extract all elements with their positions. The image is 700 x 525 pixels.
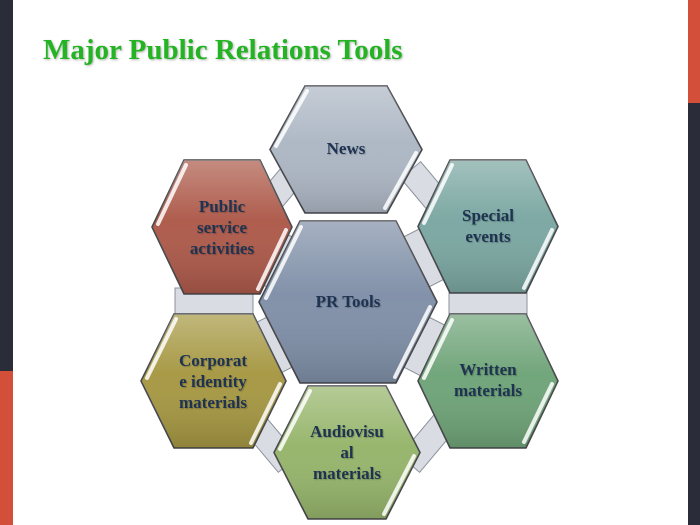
hexagon-highlight — [522, 382, 554, 444]
hexagon-highlight — [522, 228, 554, 290]
slide-title: Major Public Relations Tools — [43, 34, 403, 66]
hexagon-highlight — [422, 163, 454, 225]
hexagon-highlight — [274, 89, 309, 148]
hex-audiovisual-materials[interactable] — [273, 385, 421, 520]
frame-bar-left-bottom — [0, 371, 13, 525]
frame-bar-left-top — [0, 0, 13, 371]
hexagon-highlight — [382, 454, 416, 516]
frame-bar-right-bottom — [688, 103, 700, 525]
frame-bar-right-top — [688, 0, 700, 103]
hexagon-highlight — [145, 317, 178, 380]
hexagon-highlight — [249, 382, 282, 445]
hexagon-highlight — [264, 225, 303, 300]
hexagon-highlight — [393, 305, 432, 379]
hexagon-highlight — [383, 151, 418, 210]
hexagon-highlight — [156, 163, 188, 226]
